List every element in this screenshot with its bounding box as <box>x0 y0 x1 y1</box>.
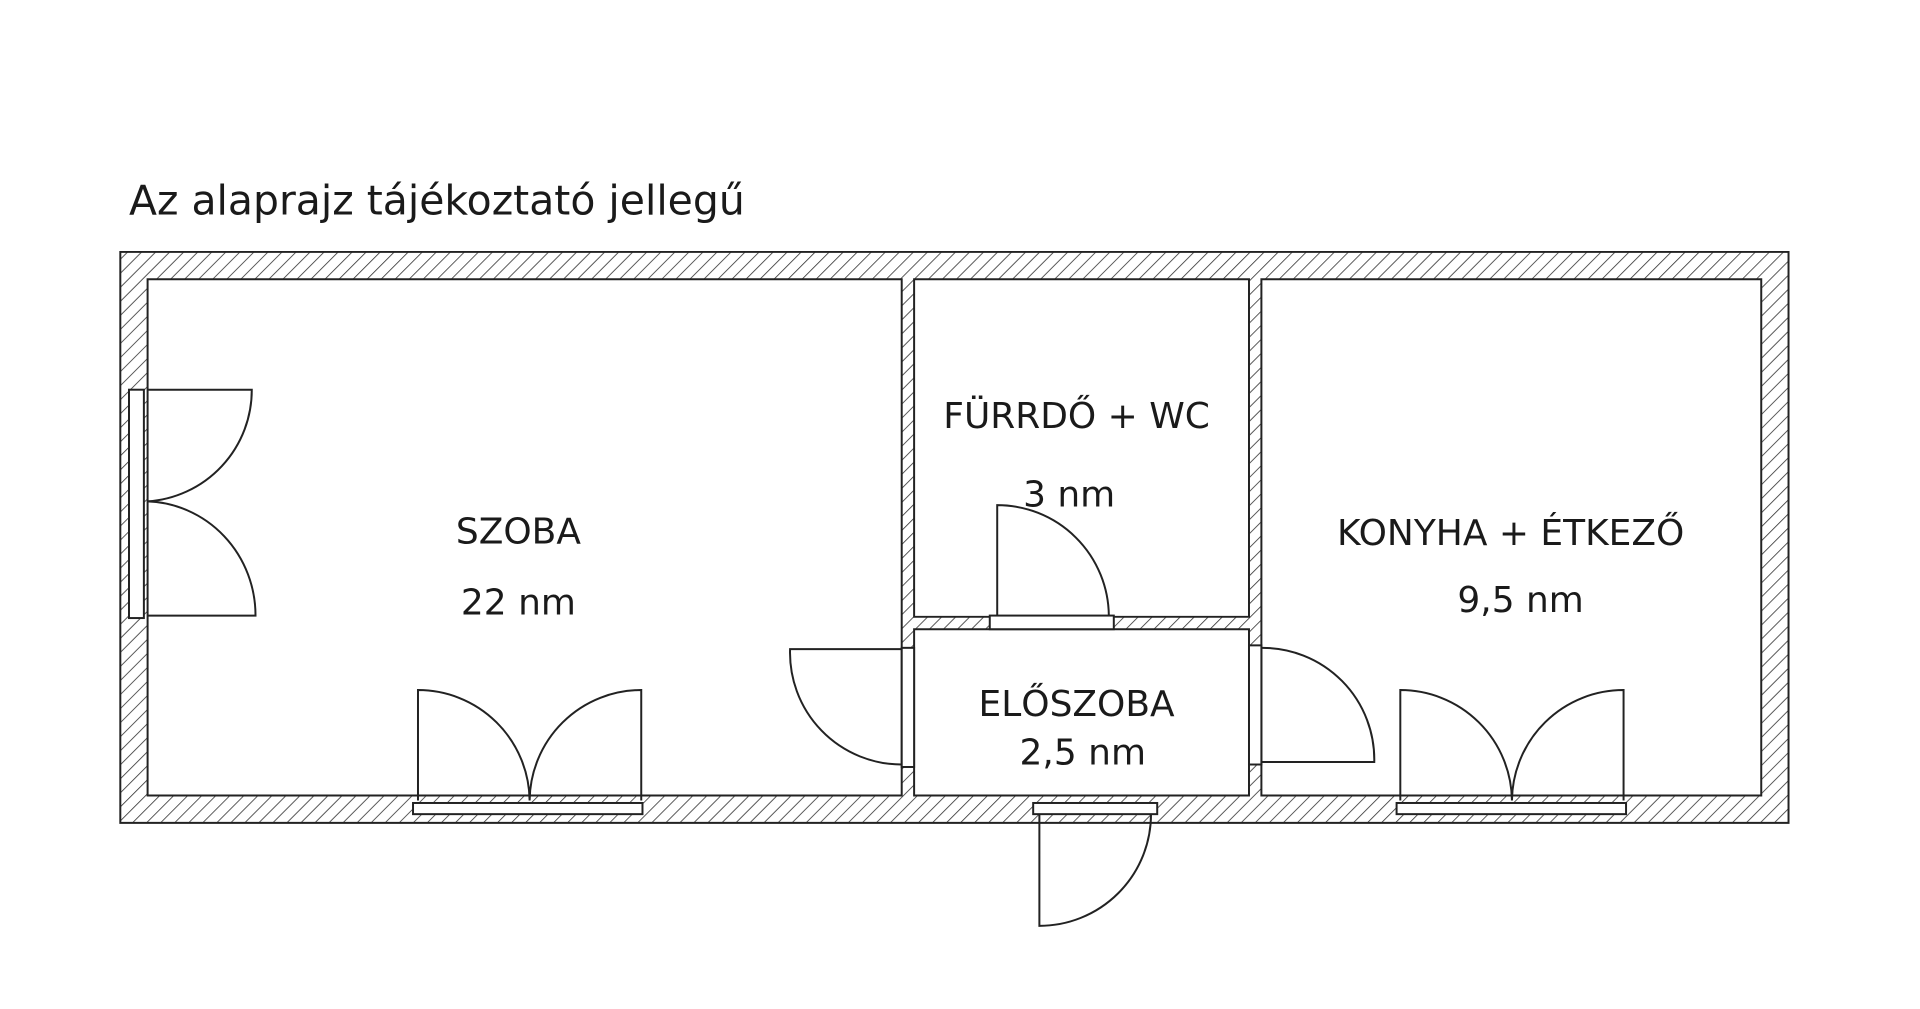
plan-disclaimer-title: Az alaprajz tájékoztató jellegű <box>129 177 745 225</box>
room-name-szoba: SZOBA <box>456 512 581 553</box>
windows <box>127 388 1628 816</box>
room-area-konyha: 9,5 nm <box>1457 580 1583 621</box>
door-swing-konyha-hall <box>1261 646 1376 764</box>
door-swing-szoba-bottom <box>416 689 643 801</box>
door-swing-left-top <box>147 388 253 503</box>
room-name-eloszoba: ELŐSZOBA <box>979 683 1175 725</box>
door-swing-left-bottom <box>147 500 257 617</box>
room-area-eloszoba: 2,5 nm <box>1020 732 1146 773</box>
door-swing-konyha-bottom <box>1399 689 1625 801</box>
window-szoba-left <box>127 388 145 620</box>
door-swing-entrance <box>1038 814 1152 927</box>
window-szoba-bottom <box>412 801 644 816</box>
door-swing-szoba-hall <box>789 648 902 766</box>
window-konyha-bottom <box>1395 801 1628 816</box>
room-area-furdo: 3 nm <box>1023 474 1115 515</box>
doors <box>147 388 1625 927</box>
room-name-furdo: FÜRRDŐ + WC <box>943 395 1210 437</box>
room-area-szoba: 22 nm <box>461 582 576 623</box>
door-swing-bathroom <box>996 504 1110 616</box>
walls <box>119 250 1790 824</box>
room-name-konyha: KONYHA + ÉTKEZŐ <box>1337 512 1684 554</box>
